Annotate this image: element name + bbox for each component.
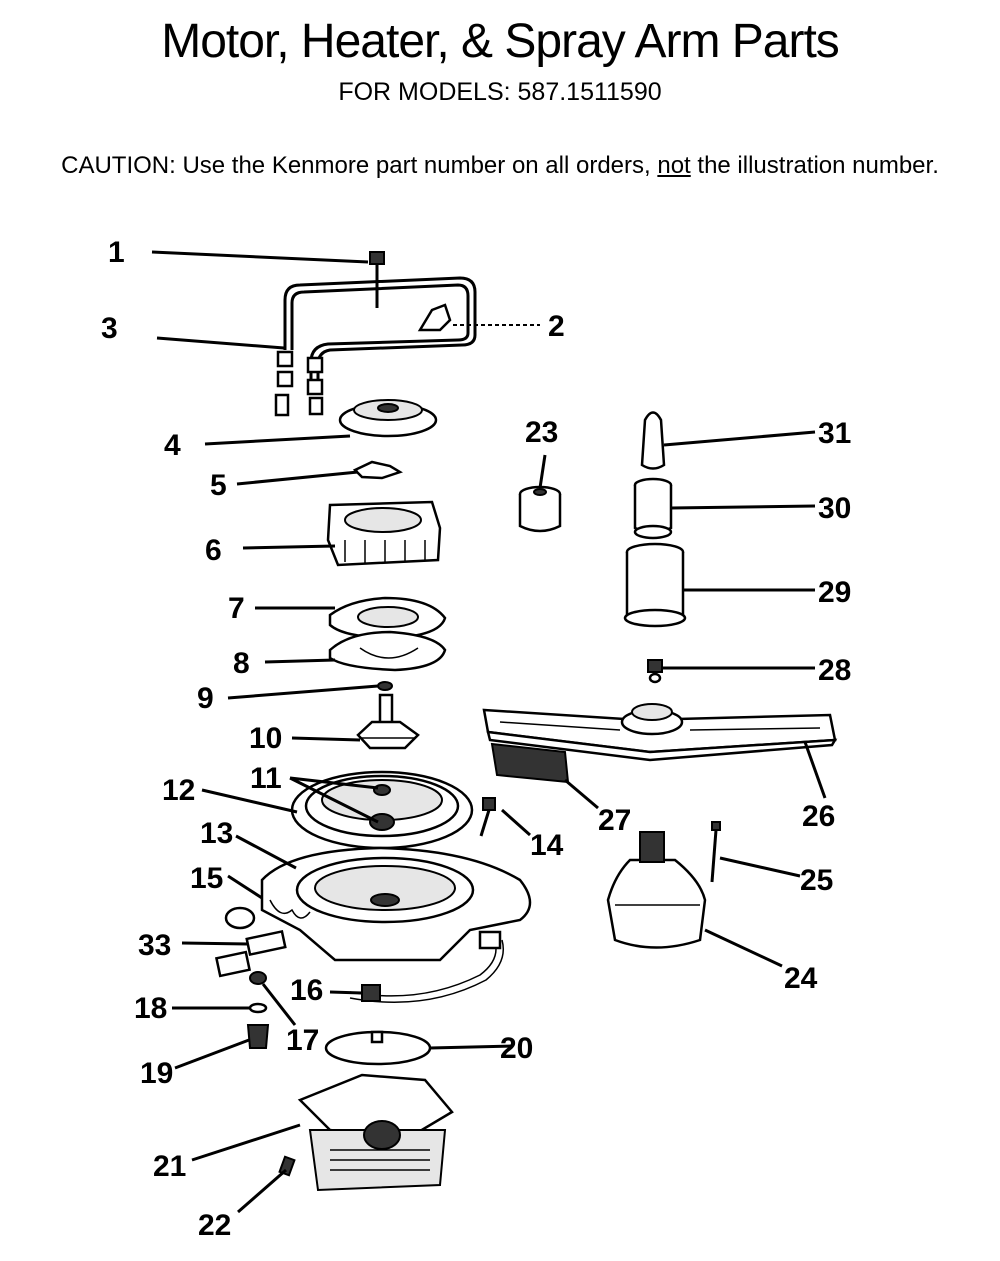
pump-base-part: [260, 846, 532, 962]
models-line: FOR MODELS: 587.1511590: [338, 78, 662, 106]
tube-bottom-29-part: [623, 542, 687, 628]
filter-ring-part: [290, 770, 474, 850]
callout-1: 1: [108, 236, 125, 269]
callout-29: 29: [818, 576, 851, 609]
callout-23: 23: [525, 416, 558, 449]
caution-text-prefix: CAUTION: Use the Kenmore part number on …: [61, 152, 658, 179]
callout-21: 21: [153, 1150, 186, 1183]
impeller-part: [352, 460, 403, 480]
callout-14: 14: [530, 829, 564, 862]
cap-23-part: [518, 485, 562, 533]
callout-28: 28: [818, 654, 851, 687]
motor-part: [297, 1073, 454, 1192]
pump-plate-part: [328, 596, 447, 640]
callout-9: 9: [197, 682, 214, 715]
caution-text-suffix: the illustration number.: [690, 152, 939, 179]
tube-mid-30-part: [633, 477, 673, 540]
check-valve-part: [214, 929, 287, 978]
tube-top-31-part: [640, 411, 666, 470]
callout-33: 33: [138, 929, 171, 962]
callout-2: 2: [548, 310, 565, 343]
screw-14-part: [479, 797, 496, 837]
callout-6: 6: [205, 534, 222, 567]
impeller-cover-part: [338, 399, 438, 438]
chopper-blade-part: [356, 693, 420, 750]
clamp-band-part: [349, 930, 504, 1003]
callout-3: 3: [101, 312, 118, 345]
callout-4: 4: [164, 429, 181, 462]
caution-emphasis: not: [657, 152, 691, 179]
callout-12: 12: [162, 774, 195, 807]
callout-20: 20: [500, 1032, 533, 1065]
callout-22: 22: [198, 1209, 231, 1242]
nut-28-part: [647, 659, 663, 684]
motor-mount-part: [324, 1030, 432, 1066]
page-title: Motor, Heater, & Spray Arm Parts: [161, 15, 840, 68]
callout-30: 30: [818, 492, 851, 525]
callout-27: 27: [598, 804, 631, 837]
heater-clip-part: [417, 303, 452, 332]
callout-18: 18: [134, 992, 167, 1025]
callout-13: 13: [200, 817, 233, 850]
heater-element-part: [274, 276, 477, 417]
seal-washer-part: [377, 681, 393, 691]
pump-housing-part: [326, 500, 442, 567]
callout-25: 25: [800, 864, 833, 897]
callout-15: 15: [190, 862, 223, 895]
plug-19-part: [246, 1024, 270, 1049]
callout-24: 24: [784, 962, 818, 995]
callout-5: 5: [210, 469, 227, 502]
callout-10: 10: [249, 722, 282, 755]
callout-16: 16: [290, 974, 323, 1007]
callout-26: 26: [802, 800, 835, 833]
spray-arm-part: [482, 703, 838, 762]
pump-gasket-part: [328, 630, 447, 672]
callout-31: 31: [818, 417, 851, 450]
drain-hose-clamp-part: [224, 899, 311, 930]
pin-25-part: [710, 821, 721, 883]
caution-note: CAUTION: Use the Kenmore part number on …: [0, 152, 1000, 180]
hub-24-part: [606, 831, 707, 949]
callout-19: 19: [140, 1057, 173, 1090]
callout-labels: 1 3 2 4 23 31 5 30 6 29 7 8 28 9 10 11 1…: [101, 236, 851, 1242]
callout-11: 11: [250, 762, 282, 795]
washer-18-part: [248, 1002, 268, 1014]
callout-17: 17: [286, 1024, 319, 1057]
grommet-part: [249, 971, 267, 985]
heater-screw-part: [369, 251, 385, 308]
spray-arm-bracket-part: [490, 742, 570, 784]
leader-lines: [151, 250, 827, 1214]
callout-7: 7: [228, 592, 245, 625]
callout-8: 8: [233, 647, 250, 680]
